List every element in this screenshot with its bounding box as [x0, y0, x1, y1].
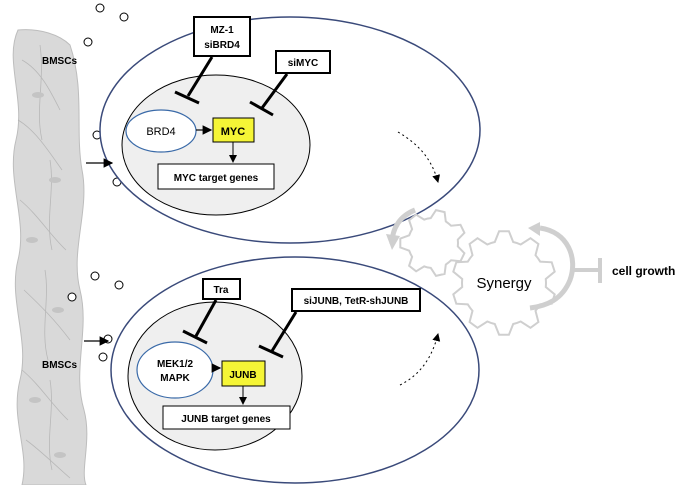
rotation-arrow-left	[386, 234, 400, 250]
dashed-arrow-bottom	[399, 333, 441, 386]
myc-box	[212, 117, 255, 143]
bmscs-label-top: BMSCs	[42, 56, 77, 67]
junb-targets-box	[162, 405, 291, 430]
bmscs-label-bottom: BMSCs	[42, 360, 77, 371]
cell-growth-label: cell growth	[612, 264, 675, 278]
inhibitor-sijunb: siJUNB, TetR-shJUNB	[258, 288, 421, 359]
mapk-label: MAPK	[160, 373, 190, 384]
mek-label: MEK1/2	[157, 359, 194, 370]
brd4-node	[125, 109, 197, 153]
simyc-label: siMYC	[288, 58, 319, 69]
gear-small-icon	[399, 208, 466, 278]
inhibitor-simyc: siMYC	[249, 50, 331, 117]
mek-node	[136, 341, 214, 399]
myc-label: MYC	[221, 126, 246, 138]
mz1-label: MZ-1	[210, 25, 234, 36]
sijunb-label: siJUNB, TetR-shJUNB	[304, 296, 409, 307]
junb-box	[221, 360, 266, 387]
rotation-arrow-right	[528, 222, 540, 236]
inhibitor-mz1: MZ-1 siBRD4	[174, 16, 251, 105]
myc-targets-label: MYC target genes	[174, 173, 259, 184]
myc-targets-box	[157, 163, 275, 190]
inhibitor-tra: Tra	[182, 278, 241, 345]
dashed-arrow-top	[397, 131, 441, 183]
rotation-arc-right	[529, 225, 576, 311]
gear-large-icon	[452, 230, 556, 336]
junb-label: JUNB	[229, 370, 256, 381]
brd4-label: BRD4	[146, 126, 175, 138]
synergy-label: Synergy	[476, 275, 532, 292]
tra-label: Tra	[213, 285, 228, 296]
bmsc-stroma	[12, 29, 88, 485]
sibrd4-label: siBRD4	[204, 40, 240, 51]
junb-targets-label: JUNB target genes	[181, 414, 271, 425]
